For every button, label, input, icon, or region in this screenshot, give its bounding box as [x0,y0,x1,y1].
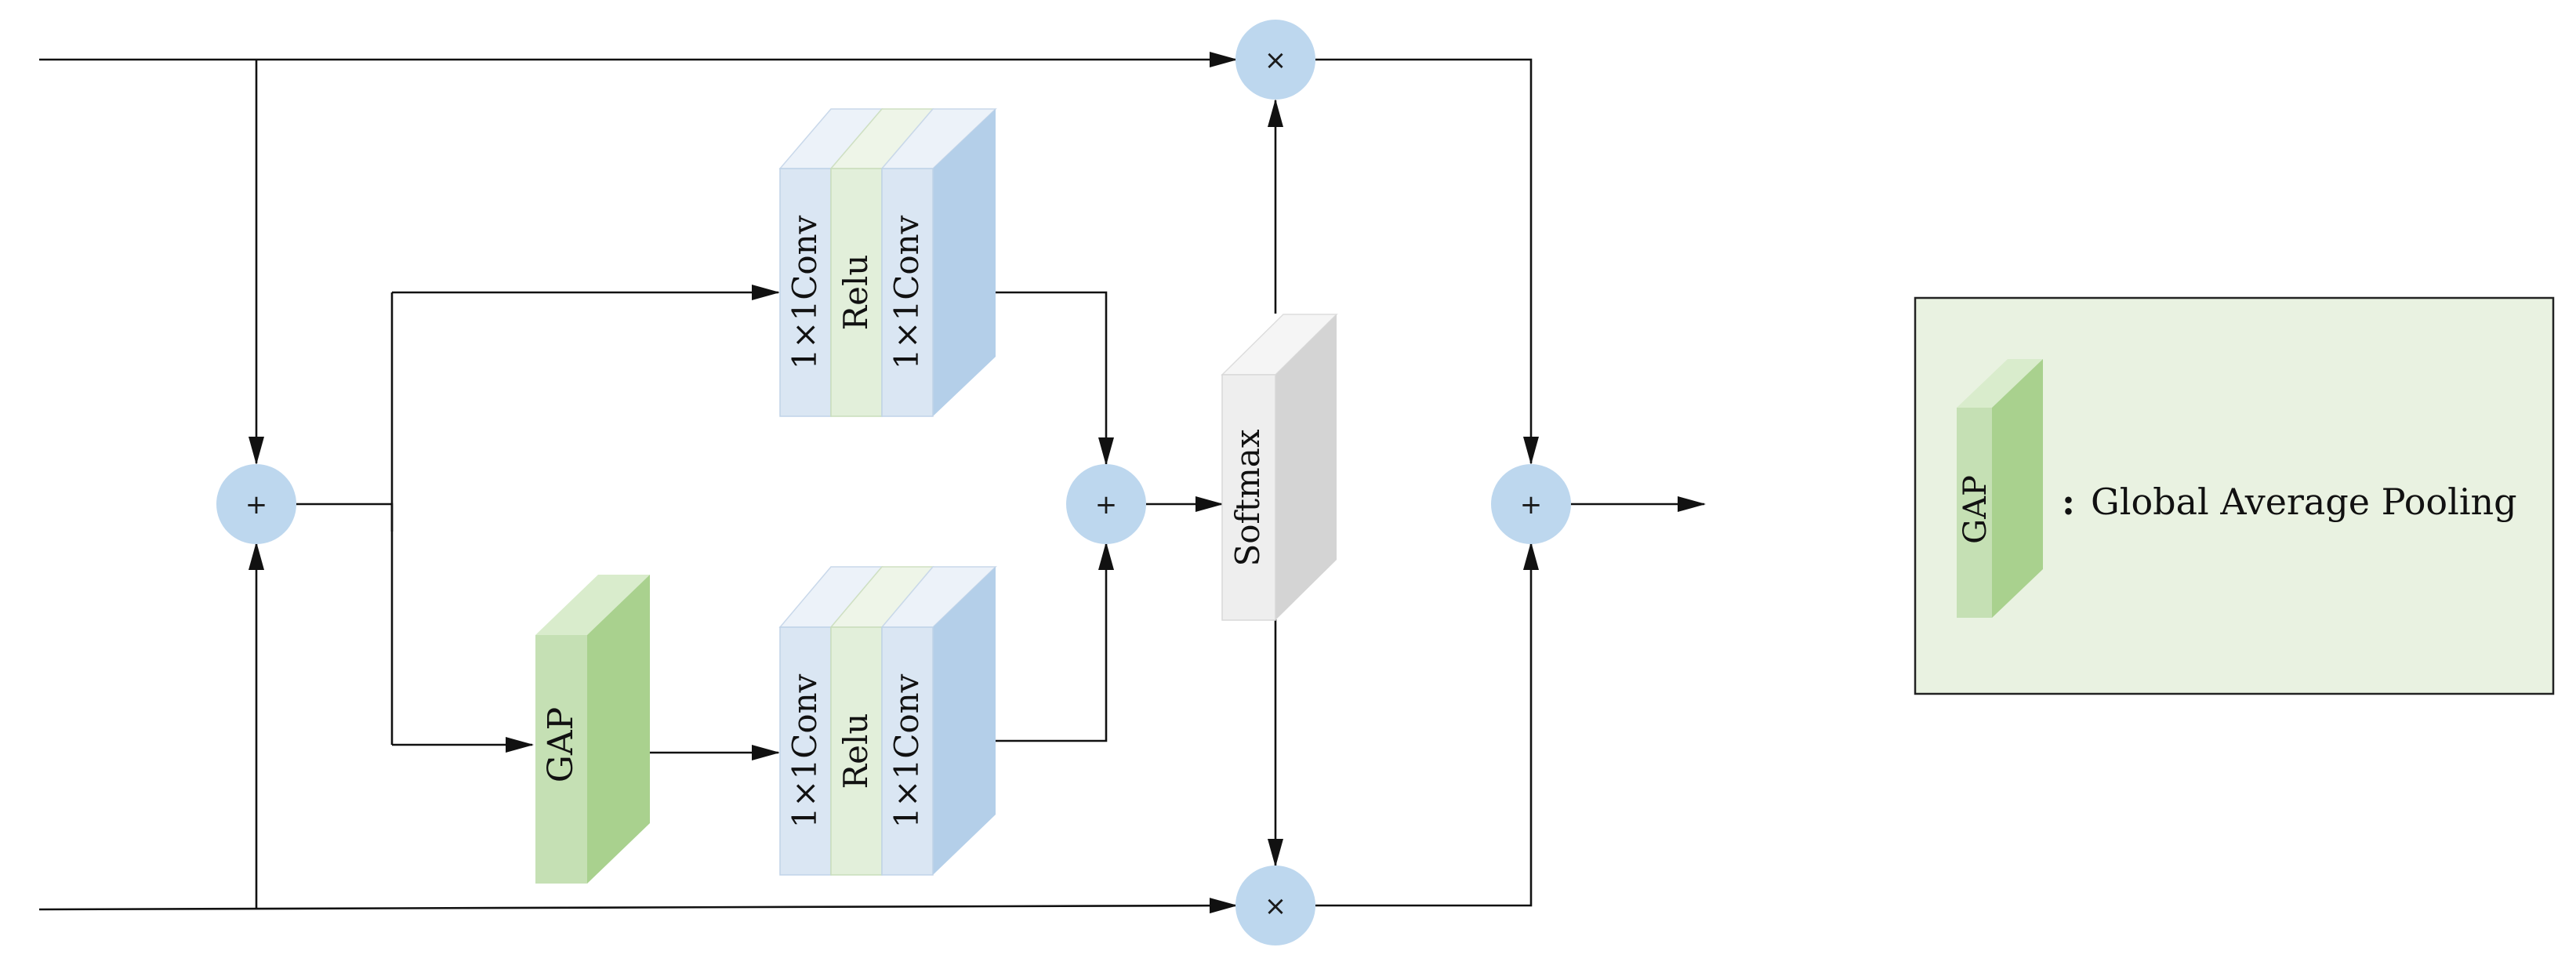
upper-conv-stack: 1×1Conv Relu 1×1Conv [778,108,997,417]
multiply-node-top: × [1235,20,1315,100]
softmax-block: Softmax [1221,314,1338,621]
conv-label: 1×1Conv [887,215,926,369]
legend: GAP : Global Average Pooling [1914,296,2555,695]
relu-label: Relu [836,713,875,789]
add-node-branches: + [1066,464,1146,544]
conv-label: 1×1Conv [887,673,926,828]
conv-label: 1×1Conv [785,673,824,828]
svg-text:+: + [1520,489,1543,521]
lower-conv-to-add [996,542,1114,742]
conv-block-2 [881,626,934,876]
input-line-bottom [38,898,1238,914]
multiply-node-bottom: × [1235,866,1315,945]
conv-label: 1×1Conv [785,215,824,369]
bottom-multiply-to-add [1315,542,1539,907]
relu-label: Relu [836,255,875,331]
svg-text:×: × [1264,45,1287,76]
legend-description: Global Average Pooling [2091,481,2517,523]
conv-block-1 [779,626,832,876]
connectors [38,52,1706,914]
softmax-label: Softmax [1228,429,1267,566]
svg-text:×: × [1264,891,1287,922]
gap-label: GAP [541,707,581,783]
add-node-input: + [216,464,296,544]
svg-text:+: + [245,489,268,521]
relu-block [830,626,883,876]
svg-text:+: + [1095,489,1118,521]
top-multiply-to-add [1315,58,1539,465]
upper-conv-to-add [996,291,1114,466]
legend-separator: : [2062,481,2075,523]
legend-gap-swatch: GAP [1957,359,2043,618]
conv-block-2 [881,168,934,417]
add-node-output: + [1491,464,1571,544]
legend-gap-label: GAP [1957,475,1994,544]
lower-conv-stack: 1×1Conv Relu 1×1Conv [778,566,997,876]
add1-output [296,503,394,532]
gap-block: GAP [535,575,650,884]
